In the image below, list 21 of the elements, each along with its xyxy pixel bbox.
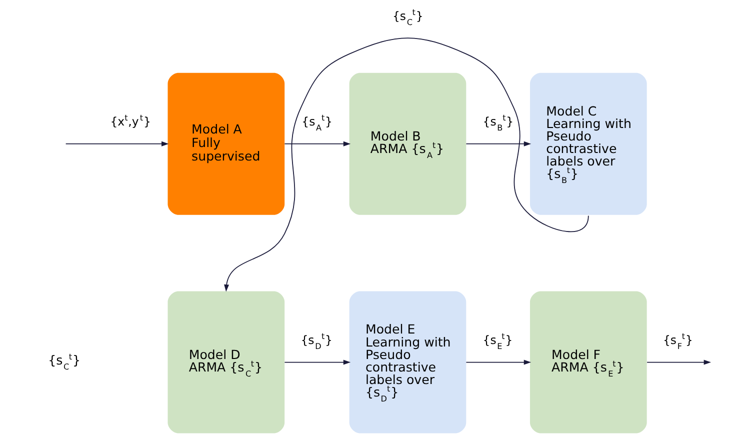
edge-label: {s$_{B}$$^{t}$} xyxy=(482,112,514,132)
node-box: Model E Learning with Pseudo contrastive labels over {s$_{D}$$^{t}$} xyxy=(349,291,466,434)
arrow xyxy=(284,141,351,146)
edge-label: {s$_{C}$$^{t}$} xyxy=(392,7,424,28)
node-box: Model A Fully supervised xyxy=(168,72,285,215)
node-box: Model F ARMA {s$_{E}$$^{t}$} xyxy=(530,291,647,434)
arrow xyxy=(65,141,169,146)
edge-label: {x$^{t}$,y$^{t}$} xyxy=(110,112,151,128)
node-box: Model C Learning with Pseudo contrastive labels over {s$_{B}$$^{t}$} xyxy=(530,72,647,215)
node-box: Model B ARMA {s$_{A}$$^{t}$} xyxy=(349,72,466,215)
edge-label: {s$_{E}$$^{t}$} xyxy=(482,330,513,351)
label: {s$_{C}$$^{t}$} xyxy=(48,352,80,372)
edge-label: {s$_{D}$$^{t}$} xyxy=(300,330,332,351)
arrow xyxy=(466,141,532,146)
edge-label: {s$_{F}$$^{t}$} xyxy=(663,330,693,351)
node-box: Model D ARMA {s$_{C}$$^{t}$} xyxy=(168,291,285,434)
arrow xyxy=(646,360,712,365)
edge-label: {s$_{A}$$^{t}$} xyxy=(302,112,332,132)
arrow xyxy=(224,38,589,292)
arrow xyxy=(466,360,532,365)
arrow xyxy=(284,360,351,365)
